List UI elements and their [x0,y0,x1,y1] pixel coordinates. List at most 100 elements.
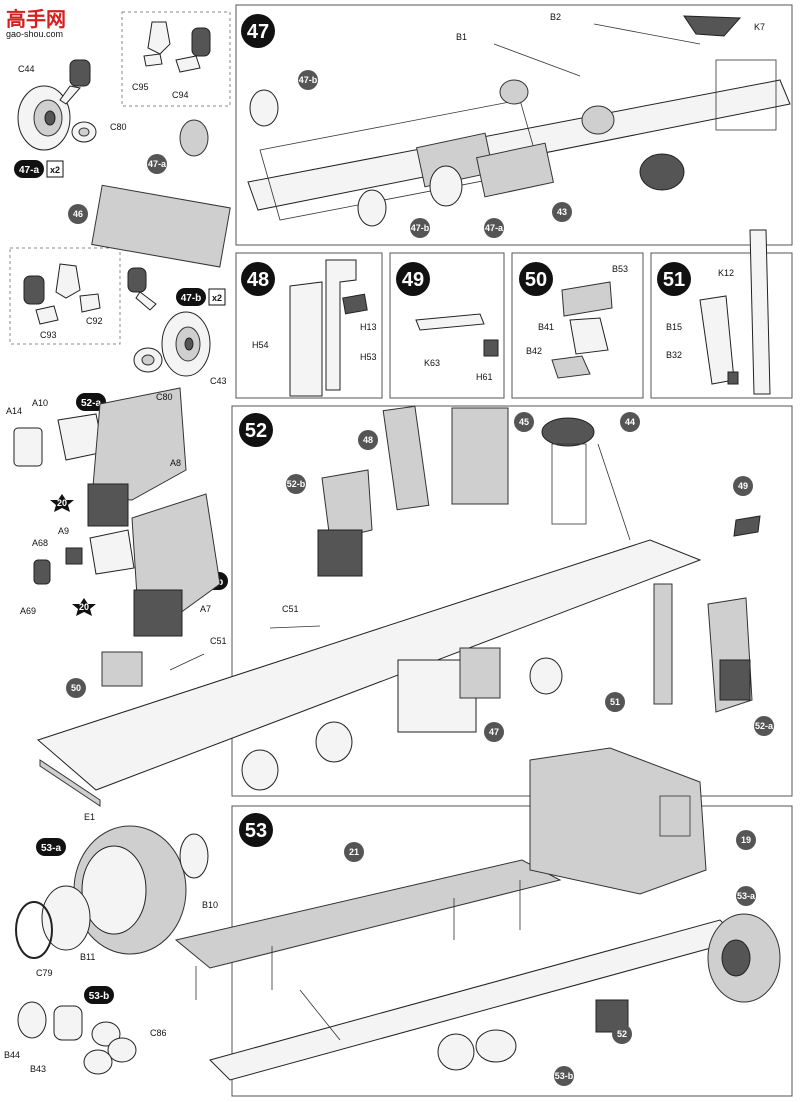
hub-b43-b44-c86 [17,1001,137,1075]
step-49-frame [389,252,505,399]
svg-text:19: 19 [741,835,751,845]
step-51-frame [650,252,793,399]
label-c44: C44 [18,64,35,74]
substep-47a-badge: 47-a x2 [14,160,64,178]
svg-text:43: 43 [557,207,567,217]
frame-rail-k12 [699,229,771,395]
label-a68: A68 [32,538,48,548]
step-50-frame [511,252,644,399]
paint-marker-20-a: 20 [50,494,74,512]
label-c79: C79 [36,968,53,978]
step-52-chassis [37,405,761,807]
ref-badge-52b: 52-b [286,474,306,494]
svg-text:49: 49 [738,481,748,491]
ref-badge-47b-1: 47-b [298,70,318,90]
substep-53b-badge: 53-b [84,986,114,1004]
label-b41: B41 [538,322,554,332]
wheel-hub-c43 [127,267,211,377]
svg-text:47: 47 [489,727,499,737]
label-a7: A7 [200,604,211,614]
label-c92: C92 [86,316,103,326]
label-c43: C43 [210,376,227,386]
label-h54: H54 [252,340,269,350]
step-47-badge: 47 [241,14,275,48]
svg-text:52: 52 [245,420,267,442]
label-k7: K7 [754,22,765,32]
svg-text:48: 48 [247,269,269,291]
ref-badge-50: 50 [66,678,86,698]
label-b53: B53 [612,264,628,274]
svg-text:52: 52 [617,1029,627,1039]
svg-text:45: 45 [519,417,529,427]
step-53-chassis [174,747,781,1081]
label-c93: C93 [40,330,57,340]
label-c80-b: C80 [156,392,173,402]
svg-text:47-a: 47-a [19,165,39,176]
label-a69: A69 [20,606,36,616]
svg-text:47-a: 47-a [148,159,167,169]
part-labels: C44 C80 C95 C94 B1 B2 K7 C93 C92 C43 C80… [4,12,765,1074]
label-h13: H13 [360,322,377,332]
ref-badge-44: 44 [620,412,640,432]
label-a8: A8 [170,458,181,468]
svg-text:51: 51 [610,697,620,707]
label-h61: H61 [476,372,493,382]
svg-text:47-b: 47-b [411,223,430,233]
label-b32: B32 [666,350,682,360]
qty-x2-a: x2 [50,165,60,175]
svg-text:47-a: 47-a [485,223,504,233]
label-b42: B42 [526,346,542,356]
ref-badge-53b: 53-b [554,1066,574,1086]
label-b15: B15 [666,322,682,332]
label-b2: B2 [550,12,561,22]
watermark-logo: 高手网 gao-shou.com [6,7,66,39]
svg-text:46: 46 [73,209,83,219]
svg-text:50: 50 [525,269,547,291]
step-52-frame [231,405,793,797]
svg-text:52-a: 52-a [755,721,774,731]
ref-badge-52a: 52-a [754,716,774,736]
label-a9: A9 [58,526,69,536]
step-48-badge: 48 [241,262,275,296]
svg-text:53-a: 53-a [737,891,756,901]
watermark-text: 高手网 [6,7,66,31]
svg-text:20: 20 [57,498,67,508]
label-b44: B44 [4,1050,20,1060]
ref-badge-52: 52 [612,1024,632,1044]
svg-text:53: 53 [245,820,267,842]
svg-text:48: 48 [363,435,373,445]
substep-47b-badge: 47-b x2 [176,288,226,306]
svg-text:49: 49 [402,269,424,291]
step-48-frame [235,252,383,399]
svg-text:53-b: 53-b [555,1071,574,1081]
svg-text:47: 47 [247,21,269,43]
label-h53: H53 [360,352,377,362]
label-c95: C95 [132,82,149,92]
ref-badge-19: 19 [736,830,756,850]
label-b43: B43 [30,1064,46,1074]
bracket-c94-c95 [143,21,211,73]
step-51-badge: 51 [657,262,691,296]
substep-53a-badge: 53-a [36,838,66,856]
ref-badge-46: 46 [68,204,88,224]
label-c80-a: C80 [110,122,127,132]
label-c51-b: C51 [210,636,227,646]
detail-box-c92-c93 [9,247,121,345]
label-c94: C94 [172,90,189,100]
exhaust-pipe-h54-h53 [289,259,368,397]
ref-badge-45: 45 [514,412,534,432]
tire-e1-rim [15,825,209,959]
detail-box-c94-c95 [121,11,231,107]
label-b11: B11 [80,952,95,962]
svg-text:52-a: 52-a [81,398,101,409]
label-b10: B10 [202,900,218,910]
step-53-badge: 53 [239,813,273,847]
label-a14: A14 [6,406,22,416]
ref-badge-47a-1: 47-a [147,154,167,174]
svg-text:53-b: 53-b [89,991,110,1002]
step-52-badge: 52 [239,413,273,447]
ref-badge-53a: 53-a [736,886,756,906]
svg-text:20: 20 [79,602,89,612]
step-47-frame [235,4,793,246]
